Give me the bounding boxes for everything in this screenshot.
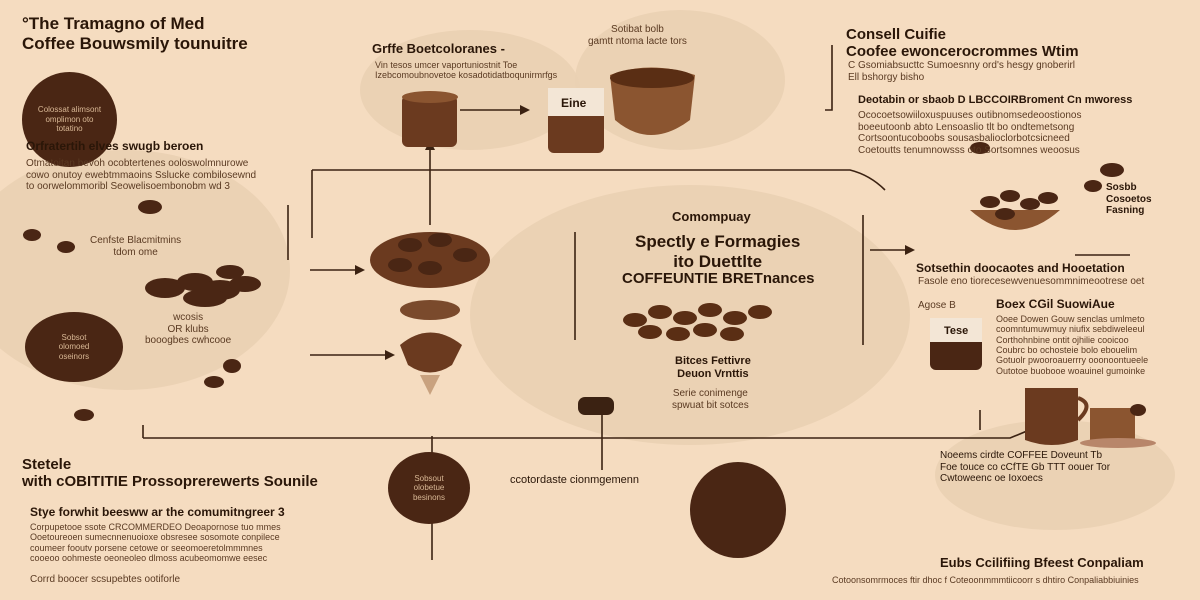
- top-note: Sotibat bolb gamtt ntoma lacte tors: [588, 24, 687, 47]
- background-blob-top-center: [360, 30, 580, 150]
- center-beans-icon: [623, 303, 772, 341]
- circle-top-left: Colossat alimsont omplimon oto totatino: [22, 72, 117, 167]
- mid-left-label: wcosis OR klubs booogbes cwhcooe: [145, 312, 232, 346]
- center-title: Spectly e Formagies ito Duettlte: [635, 232, 801, 271]
- jar-label: Eine: [561, 96, 587, 110]
- bottom-right-footer: Cotoonsomrmoces ftir dhoc f Coteoonmmmti…: [832, 575, 1139, 585]
- circle-middle-left: Sobsot olomoed oseinors: [25, 312, 123, 382]
- left-body: Otmatoitan bevoh ocobtertenes ooloswolmn…: [26, 158, 257, 192]
- right-jar-label: Tese: [944, 325, 969, 337]
- right-lower-text: Noeems cirdte COFFEE Doveunt Tb Foe touc…: [940, 450, 1111, 484]
- bottom-center-label: ccotordaste cionmgemenn: [510, 474, 640, 486]
- coffee-mug-icon: [1025, 388, 1078, 445]
- top-center-title: Grffe Boetcoloranes -: [372, 41, 505, 56]
- right-bean-label: Sosbb Cosoetos Fasning: [1106, 182, 1152, 216]
- center-subtitle: COFFEUNTIE BRETnances: [622, 270, 815, 287]
- center-bean-bowl-icon: [370, 232, 490, 288]
- top-right-body: Ococoetsowiiloxuspuuses outibnomsedeoost…: [858, 110, 1082, 156]
- dripper-icon: [400, 332, 462, 373]
- bottom-left-footer: Corrd boocer scsupebtes ootiforle: [30, 574, 181, 585]
- beans-label: Cenfste Blacmitmins tdom ome: [90, 235, 182, 258]
- center-label-1: Bitces Fettivre Deuon Vrnttis: [675, 355, 751, 380]
- right-bean-bowl-icon: [970, 142, 1124, 230]
- left-heading: Orfratertih elves swugb beroen: [26, 139, 204, 153]
- circle-bottom-left: Sobsout olobetue besinons: [388, 452, 470, 524]
- bottom-left-title: Stetele with cOBITITIE Prossoprerewerts …: [22, 456, 318, 491]
- center-heading: Comompuay: [672, 209, 751, 224]
- top-right-title: Consell Cuifie Coofee ewoncerocrommes Wt…: [846, 26, 1079, 61]
- right-box-title: Boex CGil SuowiAue: [996, 297, 1115, 311]
- top-right-subtitle: C Gsomiabsucttc Sumoesnny ord's hesgy gn…: [848, 60, 1076, 83]
- bottom-right-title: Eubs Ccilifiing Bfeest Conpaliam: [940, 555, 1144, 570]
- right-sub: Fasole eno tiorecesewvenuesommnimeootres…: [918, 276, 1145, 287]
- espresso-cup-icon: [1090, 408, 1135, 446]
- bottom-left-sub: Stye forwhit beesww ar the comumitngreer…: [30, 505, 285, 519]
- page-title: °The Tramagno of Med Coffee Bouwsmily to…: [22, 14, 248, 53]
- top-right-body-heading: Deotabin or sbaob D LBCCOIRBroment Cn mw…: [858, 94, 1133, 106]
- center-label-2: Serie conimenge spwuat bit sotces: [672, 388, 749, 411]
- right-heading: Sotsethin doocaotes and Hooetation: [916, 261, 1125, 275]
- coffee-cup-left-icon: [402, 95, 457, 147]
- top-center-subtitle: Vin tesos umcer vaportuniostnit Toe Izeb…: [375, 60, 558, 81]
- left-bean-pile-icon: [23, 200, 261, 421]
- right-box-body: Ooee Dowen Gouw senclas umlmeto coomntum…: [996, 314, 1149, 376]
- circle-bottom-center: [690, 462, 786, 558]
- bottom-left-body: Corpupetooe ssote CRCOMMERDEO Deoapornos…: [30, 522, 281, 564]
- agens-label: Agose B: [918, 300, 956, 311]
